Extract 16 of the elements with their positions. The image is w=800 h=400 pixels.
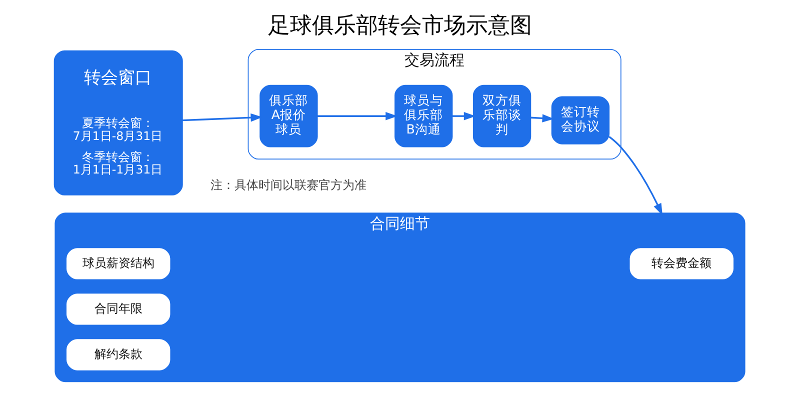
node-box: 解约条款 — [66, 339, 170, 370]
arrow — [182, 113, 263, 122]
node-box: 转会费金额 — [630, 248, 734, 280]
node-box: 球员与俱乐部B沟通 — [394, 84, 453, 148]
arrow — [530, 114, 554, 122]
node-box: 合同年限 — [66, 294, 170, 325]
arrow — [452, 112, 476, 120]
arrow — [608, 136, 663, 216]
node-box: 签订转会协议 — [551, 96, 610, 144]
node-box: 转会窗口 夏季转会窗：7月1日-8月31日 冬季转会窗：1月1日-1月31日 — [54, 50, 183, 196]
diagram-title: 足球俱乐部转会市场示意图 — [268, 13, 532, 38]
caption: 注：具体时间以联赛官方为准 — [210, 178, 367, 192]
node-box: 俱乐部A报价球员 — [260, 84, 318, 148]
node-box: 双方俱乐部谈判 — [472, 84, 532, 148]
arrow — [317, 112, 398, 120]
node-box: 球员薪资结构 — [66, 248, 170, 280]
